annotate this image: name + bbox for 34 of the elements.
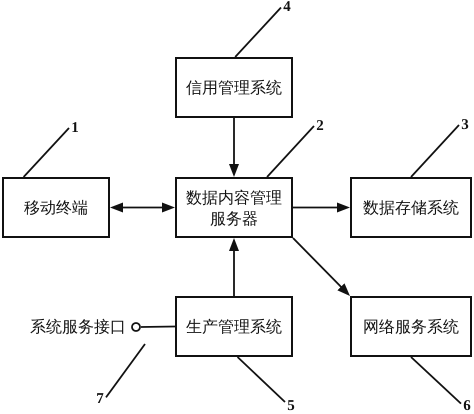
connector-line [140, 326, 176, 328]
box-label: 生产管理系统 [186, 316, 282, 337]
callout-number: 4 [281, 0, 293, 15]
leader-line [410, 356, 462, 404]
system-box [175, 296, 293, 357]
system-box [350, 296, 472, 357]
terminal-ring-icon [131, 322, 141, 332]
callout-number: 2 [314, 118, 326, 134]
double-arrow [110, 202, 175, 212]
leader-line [22, 127, 70, 178]
box-label: 网络服务系统 [363, 316, 459, 337]
arrow [229, 118, 239, 177]
system-box [350, 177, 472, 238]
leader-line [234, 6, 282, 58]
callout-number: 3 [459, 117, 471, 133]
callout-number: 5 [285, 398, 297, 414]
arrow [292, 237, 350, 296]
leader-line [105, 343, 146, 398]
system-box [175, 57, 293, 118]
leader-line [236, 356, 286, 403]
box-label: 信用管理系统 [186, 77, 282, 98]
box-label: 数据存储系统 [363, 197, 459, 218]
leader-line [410, 124, 460, 178]
box-label: 数据内容管理服务器 [185, 186, 283, 228]
system-box [175, 177, 293, 238]
callout-number: 6 [461, 398, 473, 414]
interface-label: 系统服务接口 [29, 316, 126, 338]
arrow [229, 238, 239, 296]
callout-number: 7 [94, 391, 106, 407]
system-box [2, 177, 110, 238]
arrow [293, 202, 350, 212]
callout-number: 1 [69, 120, 81, 136]
box-label: 移动终端 [24, 197, 88, 218]
leader-line [266, 125, 315, 178]
